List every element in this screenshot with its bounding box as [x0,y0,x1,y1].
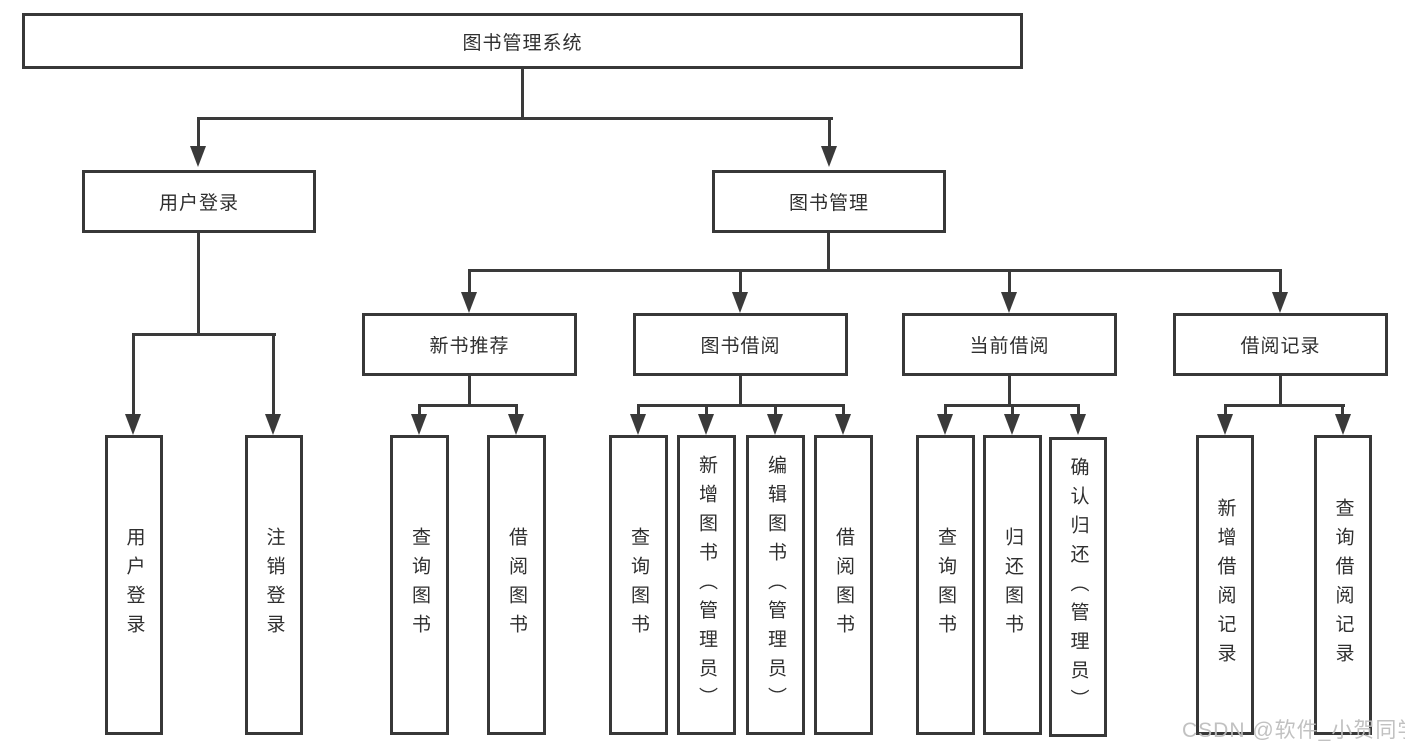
leaf-cb-return-books-label: 归还图书 [1002,527,1023,643]
node-new-book-recommend-label: 新书推荐 [429,336,510,357]
node-user-login-label: 用户登录 [158,193,239,214]
connector-login-bar [132,333,276,336]
leaf-br-query-record: 查询借阅记录 [1314,435,1372,735]
connector-shaft-cb-return [1011,404,1014,415]
arrowhead-br-add [1217,414,1233,435]
leaf-logout-label: 注销登录 [263,527,285,643]
leaf-nbr-query-books-label: 查询图书 [409,527,430,643]
leaf-bb-edit-books-admin: 编辑图书（管理员） [746,435,805,735]
connector-shaft-cb-confirm [1077,404,1080,415]
connector-cb-stem [1008,374,1011,407]
leaf-bb-borrow-books-label: 借阅图书 [833,527,854,643]
arrowhead-leaf-login [125,414,141,435]
connector-shaft-leaf-logout [272,333,275,414]
connector-shaft-leaf-login [132,333,135,414]
connector-shaft-nbr-query [418,404,421,415]
node-root-book-management-system: 图书管理系统 [22,13,1023,69]
arrowhead-nbr-query [411,414,427,435]
node-borrowing-records-label: 借阅记录 [1240,336,1321,357]
leaf-bb-query-books-label: 查询图书 [628,527,649,643]
arrowhead-br-query [1335,414,1351,435]
leaf-br-query-record-label: 查询借阅记录 [1332,498,1354,672]
connector-shaft-bb-edit [774,404,777,415]
leaf-bb-add-books-admin: 新增图书（管理员） [677,435,736,735]
connector-shaft-bb-borrow [842,404,845,415]
connector-br-bar [1224,404,1345,407]
arrowhead-current-borrow [1001,292,1017,313]
connector-shaft-bb-query [637,404,640,415]
connector-bb-stem [739,374,742,407]
connector-shaft-user-login [197,117,200,146]
leaf-cb-query-books-label: 查询图书 [935,527,956,643]
arrowhead-cb-confirm [1070,414,1086,435]
node-current-borrowing-label: 当前借阅 [969,336,1050,357]
leaf-bb-borrow-books: 借阅图书 [814,435,873,735]
leaf-nbr-borrow-books: 借阅图书 [487,435,546,735]
connector-shaft-book-mgmt [828,117,831,146]
leaf-cb-return-books: 归还图书 [983,435,1042,735]
arrowhead-bb-edit [767,414,783,435]
leaf-cb-query-books: 查询图书 [916,435,975,735]
arrowhead-cb-return [1004,414,1020,435]
connector-shaft-br-query [1341,404,1344,415]
leaf-bb-query-books: 查询图书 [609,435,668,735]
connector-nbr-stem [468,374,471,407]
connector-mgmt-bar [468,269,1282,272]
leaf-cb-confirm-return-admin: 确认归还（管理员） [1049,437,1107,737]
node-book-borrowing-label: 图书借阅 [700,336,781,357]
node-new-book-recommend: 新书推荐 [362,313,577,376]
node-root-label: 图书管理系统 [462,32,583,54]
arrowhead-user-login [190,146,206,167]
arrowhead-cb-query [937,414,953,435]
connector-shaft-br-add [1224,404,1227,415]
leaf-nbr-borrow-books-label: 借阅图书 [506,527,527,643]
connector-shaft-nbr-borrow [515,404,518,415]
arrowhead-book-borrow [732,292,748,313]
arrowhead-leaf-logout [265,414,281,435]
leaf-user-login: 用户登录 [105,435,163,735]
leaf-user-login-label: 用户登录 [123,527,145,643]
node-book-borrowing: 图书借阅 [633,313,848,376]
connector-root-bar [197,117,833,120]
node-user-login: 用户登录 [82,170,316,233]
connector-bb-bar [637,404,845,407]
arrowhead-bb-add [698,414,714,435]
arrowhead-bb-query [630,414,646,435]
connector-login-stem [197,232,200,336]
connector-nbr-bar [418,404,518,407]
connector-shaft-borrow-records [1279,269,1282,294]
connector-mgmt-stem [827,231,830,272]
arrowhead-borrow-records [1272,292,1288,313]
arrowhead-book-mgmt [821,146,837,167]
arrowhead-nbr-borrow [508,414,524,435]
leaf-br-add-record: 新增借阅记录 [1196,435,1254,735]
node-current-borrowing: 当前借阅 [902,313,1117,376]
node-book-management: 图书管理 [712,170,946,233]
connector-shaft-cb-query [944,404,947,415]
connector-shaft-bb-add [705,404,708,415]
node-borrowing-records: 借阅记录 [1173,313,1388,376]
leaf-logout: 注销登录 [245,435,303,735]
leaf-nbr-query-books: 查询图书 [390,435,449,735]
leaf-bb-add-books-admin-label: 新增图书（管理员） [696,454,717,716]
arrowhead-new-book [461,292,477,313]
node-book-management-label: 图书管理 [788,193,869,214]
connector-shaft-book-borrow [739,269,742,294]
leaf-bb-edit-books-admin-label: 编辑图书（管理员） [765,454,786,716]
arrowhead-bb-borrow [835,414,851,435]
connector-shaft-new-book [468,269,471,294]
connector-br-stem [1279,374,1282,407]
connector-root-stem [521,68,524,120]
connector-shaft-current-borrow [1008,269,1011,294]
leaf-cb-confirm-return-admin-label: 确认归还（管理员） [1067,456,1089,718]
leaf-br-add-record-label: 新增借阅记录 [1214,498,1236,672]
csdn-watermark: CSDN @软件_小贺同学 [1182,719,1405,742]
